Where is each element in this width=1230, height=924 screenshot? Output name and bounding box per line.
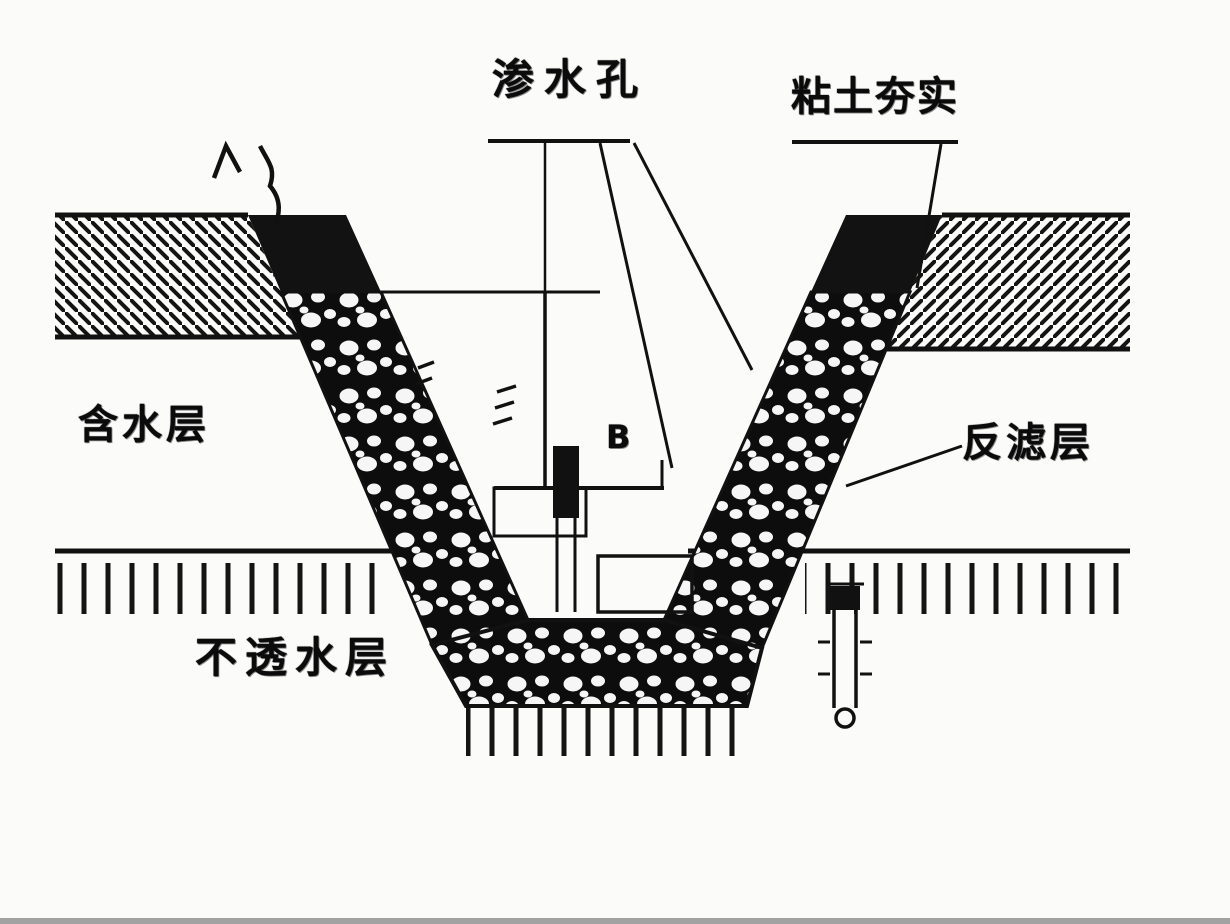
leader-line-seepage-1 [598,142,674,469]
label-clay-compaction: 粘土夯实 [791,74,959,120]
leader-line-seepage-2 [632,142,754,371]
label-impermeable-layer: 不透水层 [195,633,396,682]
impermeable-layer-hatch-left [55,554,390,614]
label-filter-layer: 反滤层 [962,420,1094,466]
well-casing-head [553,446,579,518]
leader-line-clay [915,143,943,289]
soil-hatch-band-left [55,215,300,337]
soil-hatch-band-right [886,215,1130,349]
label-aquifer: 含水层 [78,402,210,448]
observation-pipe [818,582,872,729]
sump-box [596,554,694,614]
label-center-mark: B [606,418,631,456]
label-seepage-hole: 渗水孔 [492,55,649,104]
seepage-flow-dashes [415,360,517,426]
impermeable-layer-hatch-bottom [466,708,748,766]
clay-seal-left [248,215,381,292]
surface-stake-marks [211,140,281,231]
clay-seal-right [811,215,942,292]
scan-artifact-strip [0,918,1230,924]
well-chamber-box [492,486,588,538]
leader-line-filter-layer [845,444,963,488]
filter-stones-basin [428,618,765,708]
